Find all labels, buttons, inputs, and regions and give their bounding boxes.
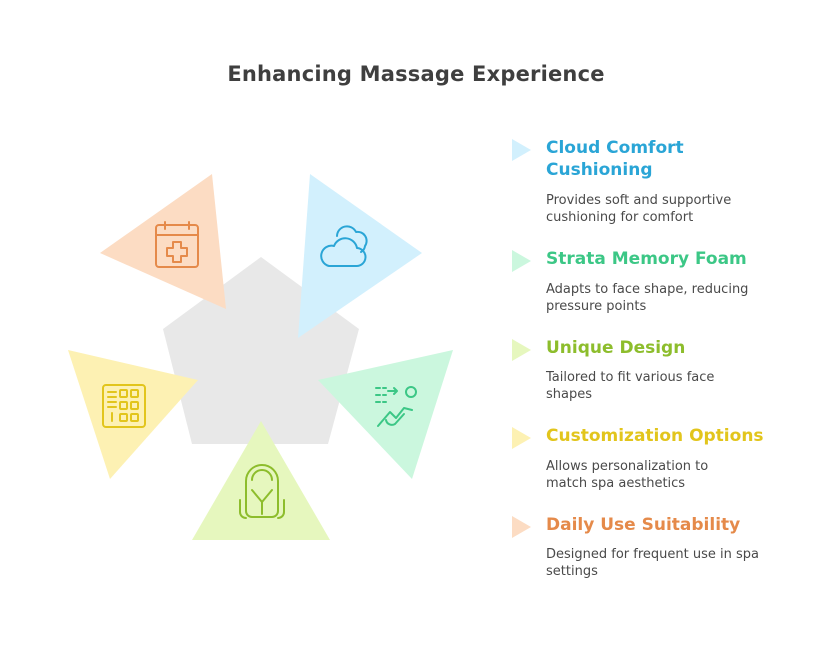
triangle-marker-icon bbox=[512, 339, 531, 361]
pentagon-diagram bbox=[68, 174, 453, 540]
calendar-plus-icon bbox=[155, 221, 199, 268]
legend-title: Strata Memory Foam bbox=[546, 249, 747, 269]
triangle-marker-icon bbox=[512, 427, 531, 449]
legend-title: Daily Use Suitability bbox=[546, 515, 741, 535]
triangle-memory bbox=[318, 350, 453, 479]
legend-description: Allows personalization to match spa aest… bbox=[546, 459, 709, 491]
triangle-marker-icon bbox=[512, 250, 531, 272]
person-reclining-icon bbox=[375, 386, 417, 427]
diagram-title: Enhancing Massage Experience bbox=[227, 62, 605, 86]
legend-description: Designed for frequent use in spa setting… bbox=[546, 547, 759, 579]
legend-description: Adapts to face shape, reducing pressure … bbox=[546, 282, 749, 314]
triangle-cloud bbox=[298, 174, 422, 338]
triangle-design bbox=[192, 421, 330, 540]
legend-title: Unique Design bbox=[546, 338, 686, 358]
legend-title: Customization Options bbox=[546, 426, 764, 446]
triangle-marker-icon bbox=[512, 516, 531, 538]
clouds-icon bbox=[320, 225, 368, 268]
baby-seat-icon bbox=[239, 464, 285, 519]
legend-description: Tailored to fit various face shapes bbox=[546, 370, 715, 402]
triangle-daily bbox=[100, 174, 226, 309]
legend-description: Provides soft and supportive cushioning … bbox=[546, 193, 732, 225]
triangle-marker-icon bbox=[512, 139, 531, 161]
legend-title: Cloud Comfort Cushioning bbox=[546, 138, 684, 180]
keypad-grid-icon bbox=[102, 384, 146, 428]
